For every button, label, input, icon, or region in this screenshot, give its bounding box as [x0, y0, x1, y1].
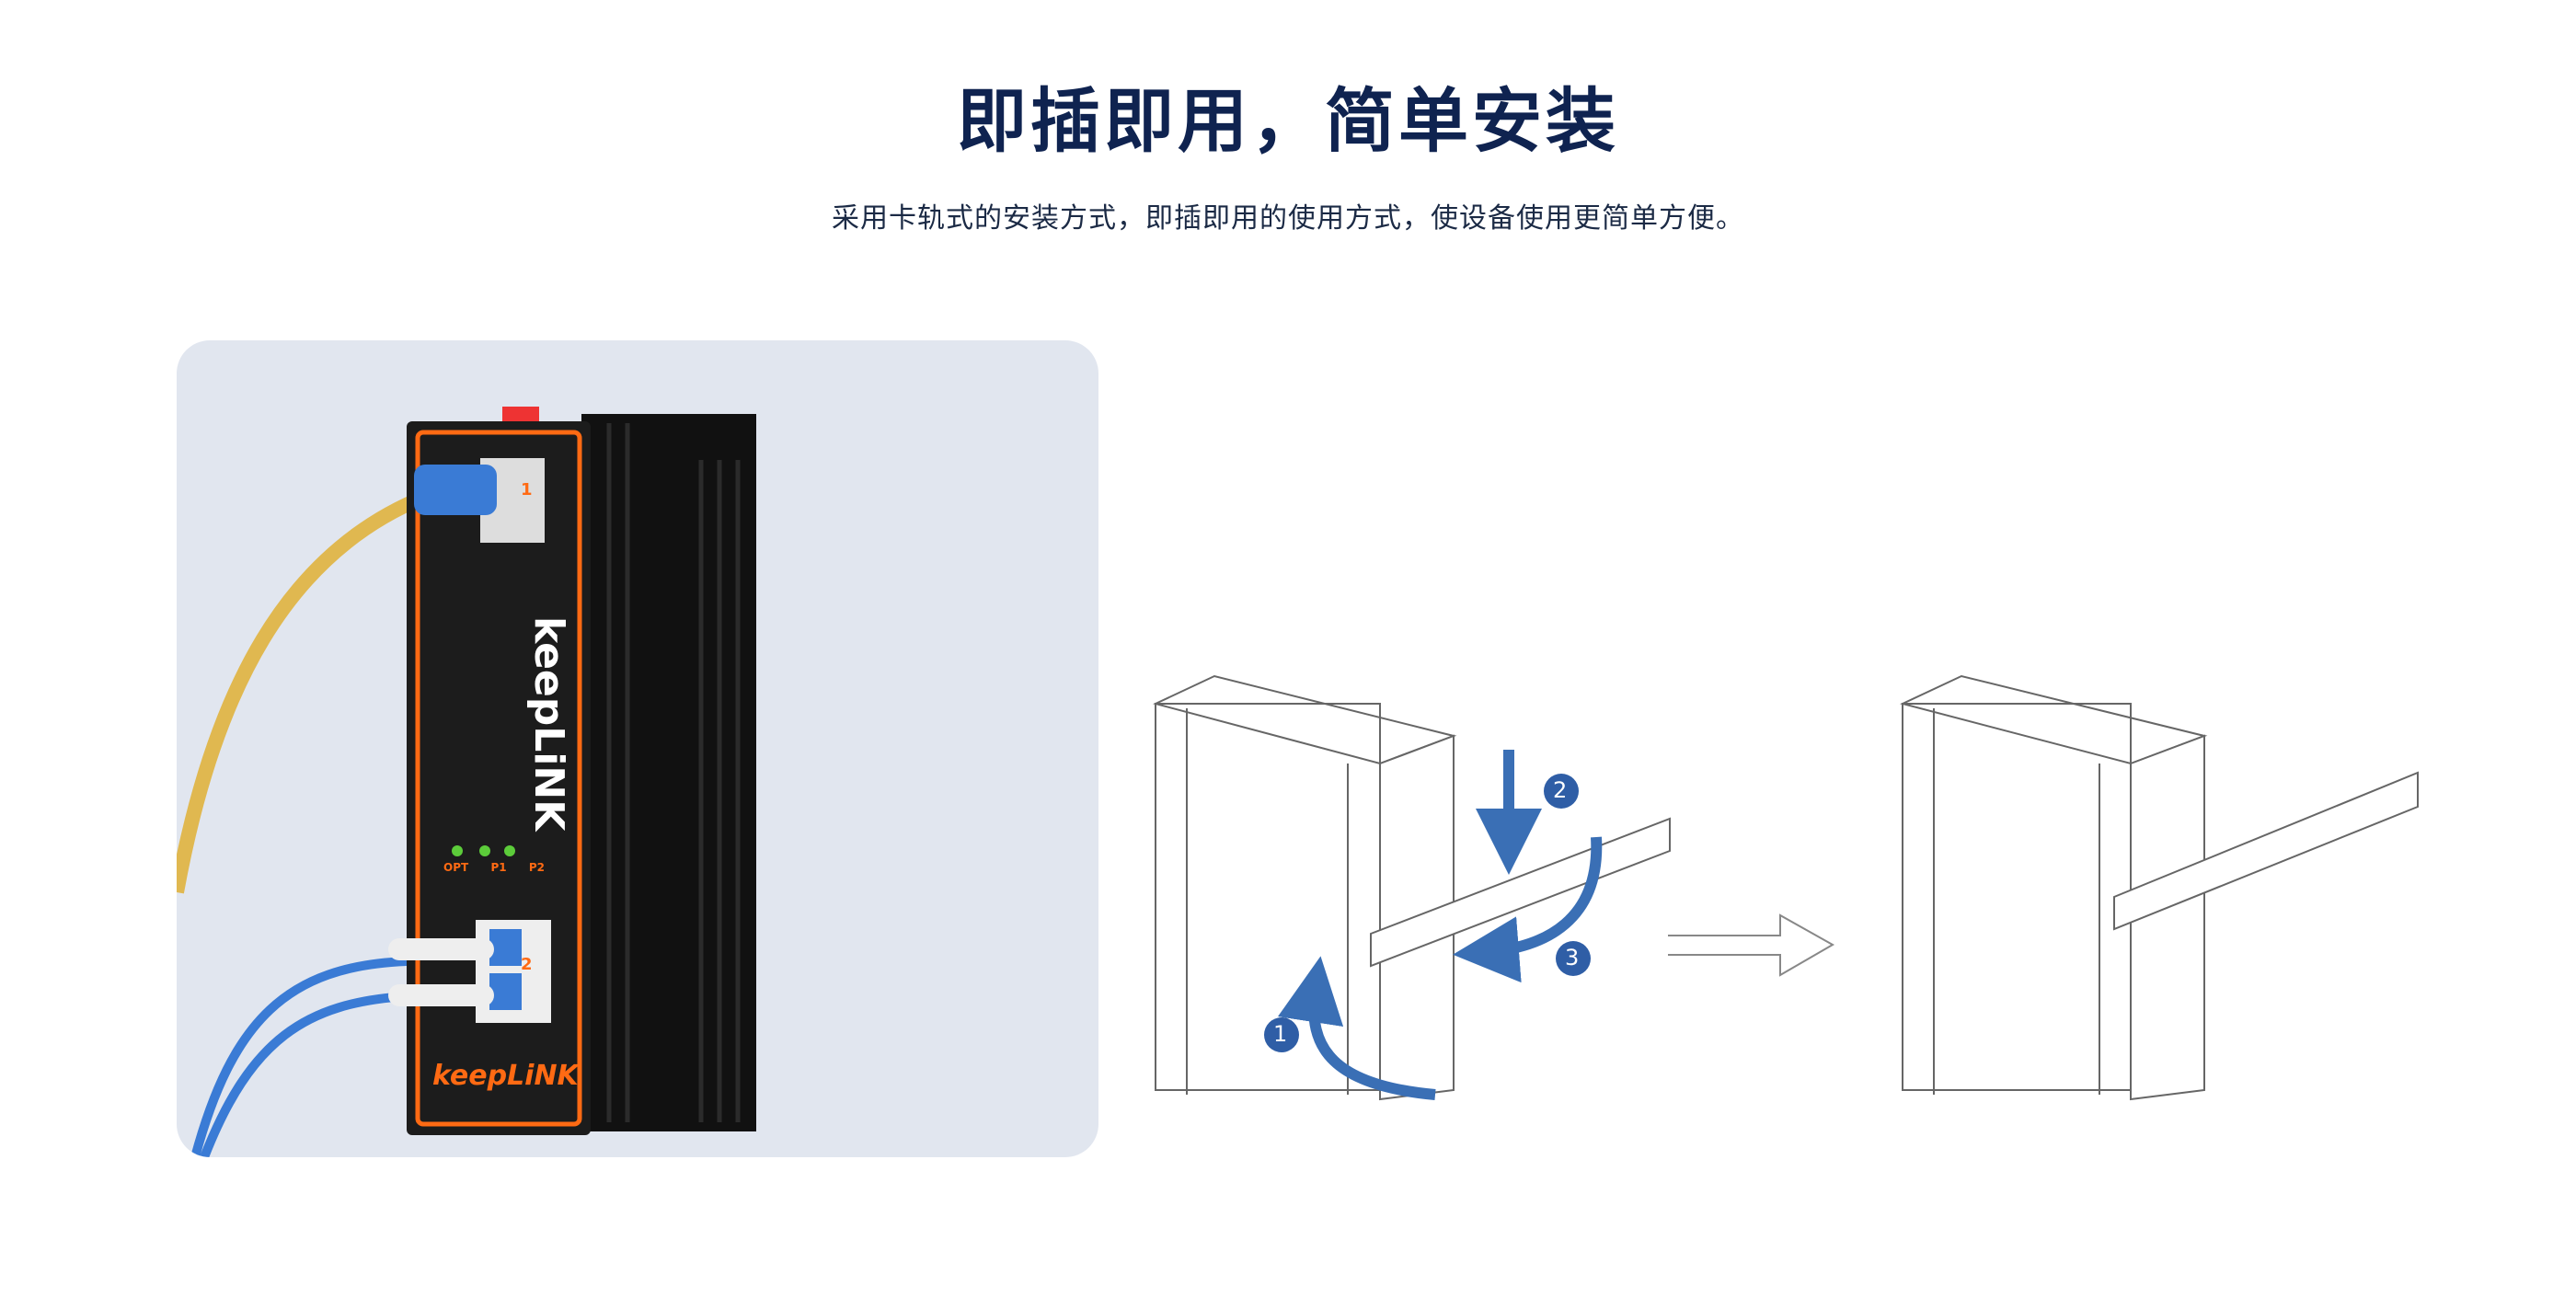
port-1-label: 1	[521, 480, 533, 499]
device-after	[1900, 674, 2419, 1101]
led-p2	[504, 845, 515, 856]
led-label: OPT	[443, 861, 469, 874]
product-photo	[177, 407, 756, 1157]
device-before	[1153, 674, 1457, 1101]
step-markers	[1264, 774, 1591, 1052]
arrow-right-icon	[1668, 913, 1835, 977]
din-rail	[1370, 817, 1671, 968]
side-logo: keepLiNK	[525, 616, 572, 832]
power-connector	[502, 407, 539, 421]
fiber-cable	[200, 992, 408, 1157]
product-photo-panel: OPT P1 P2 1 2 keepLiNK keepLiNK	[177, 340, 1098, 1157]
yellow-cable	[177, 489, 428, 894]
step-3-label: 3	[1565, 945, 1580, 970]
rj45-plug	[414, 465, 497, 515]
led-opt	[452, 845, 463, 856]
step-2-label: 2	[1553, 777, 1568, 803]
port-2-label: 2	[521, 955, 533, 974]
page-subtitle: 采用卡轨式的安装方式，即插即用的使用方式，使设备使用更简单方便。	[832, 202, 1744, 235]
fiber-cable	[190, 957, 408, 1157]
led-label: P1	[490, 861, 507, 874]
front-logo: keepLiNK	[432, 1060, 579, 1092]
page-title: 即插即用，简单安装	[957, 80, 1619, 162]
step-1-label: 1	[1273, 1021, 1288, 1047]
led-p1	[479, 845, 490, 856]
led-label: P2	[528, 861, 545, 874]
